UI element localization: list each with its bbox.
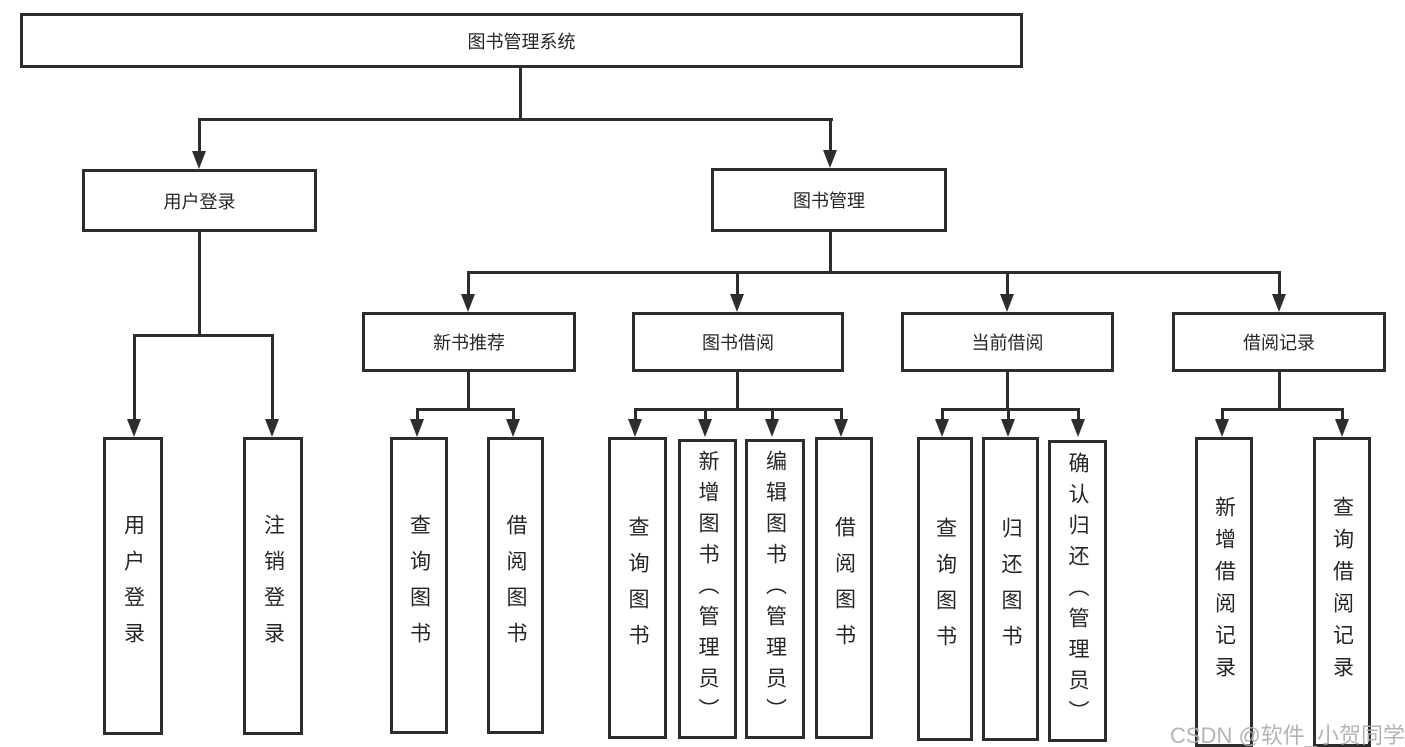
arrow-down-icon bbox=[935, 419, 949, 437]
leaf-user-login-label: 用户登录 bbox=[121, 514, 145, 658]
arrow-down-icon bbox=[823, 150, 837, 168]
connector-line bbox=[1221, 410, 1224, 420]
arrow-down-icon bbox=[265, 419, 279, 437]
connector-line bbox=[736, 273, 739, 296]
connector-line bbox=[1278, 273, 1281, 296]
node-current-borrow-label: 当前借阅 bbox=[971, 333, 1044, 353]
connector-line bbox=[840, 410, 843, 420]
arrow-down-icon bbox=[1071, 419, 1085, 437]
arrow-down-icon bbox=[730, 294, 744, 312]
connector-line bbox=[941, 408, 1080, 411]
connector-line bbox=[467, 372, 470, 410]
connector-line bbox=[467, 271, 1281, 274]
connector-line bbox=[1006, 273, 1009, 296]
leaf-query-books-recommend: 查询图书 bbox=[390, 437, 448, 734]
node-borrow-records-label: 借阅记录 bbox=[1243, 333, 1315, 353]
connector-line bbox=[198, 232, 201, 335]
leaf-edit-book-admin-label: 编辑图书（管理员） bbox=[763, 449, 787, 729]
leaf-add-book-admin-label: 新增图书（管理员） bbox=[696, 449, 719, 729]
connector-line bbox=[736, 372, 739, 410]
connector-line bbox=[133, 334, 274, 337]
arrow-down-icon bbox=[1001, 419, 1015, 437]
node-root-label: 图书管理系统 bbox=[467, 31, 576, 52]
arrow-down-icon bbox=[192, 151, 206, 169]
leaf-query-books-recommend-label: 查询图书 bbox=[407, 513, 431, 658]
node-user-login-label: 用户登录 bbox=[163, 191, 236, 212]
arrow-down-icon bbox=[1215, 419, 1229, 437]
connector-line bbox=[133, 336, 136, 420]
arrow-down-icon bbox=[461, 294, 475, 312]
leaf-return-book-label: 归还图书 bbox=[999, 517, 1022, 661]
leaf-user-login: 用户登录 bbox=[103, 437, 163, 735]
arrow-down-icon bbox=[834, 419, 848, 437]
connector-line bbox=[1006, 372, 1009, 410]
connector-line bbox=[829, 120, 832, 152]
leaf-query-books-borrow: 查询图书 bbox=[608, 437, 667, 739]
arrow-down-icon bbox=[698, 419, 712, 437]
connector-line bbox=[634, 408, 843, 411]
node-new-book-recommend-label: 新书推荐 bbox=[433, 333, 505, 353]
connector-line bbox=[416, 408, 515, 411]
leaf-edit-book-admin: 编辑图书（管理员） bbox=[745, 439, 805, 739]
node-borrow-records: 借阅记录 bbox=[1172, 312, 1386, 372]
connector-line bbox=[941, 410, 944, 420]
arrow-down-icon bbox=[127, 419, 141, 437]
connector-line bbox=[634, 410, 637, 420]
leaf-add-borrow-record-label: 新增借阅记录 bbox=[1212, 496, 1236, 688]
csdn-watermark: CSDN @软件_小贺同学 bbox=[1170, 723, 1405, 747]
node-book-management: 图书管理 bbox=[711, 168, 947, 232]
node-current-borrow: 当前借阅 bbox=[901, 312, 1114, 372]
leaf-query-books-current: 查询图书 bbox=[917, 437, 973, 741]
node-new-book-recommend: 新书推荐 bbox=[362, 312, 576, 372]
connector-line bbox=[1077, 410, 1080, 420]
arrow-down-icon bbox=[1000, 294, 1014, 312]
leaf-query-books-current-label: 查询图书 bbox=[933, 517, 957, 661]
connector-line bbox=[1007, 410, 1010, 420]
leaf-logout: 注销登录 bbox=[243, 437, 303, 735]
node-user-login: 用户登录 bbox=[82, 169, 317, 232]
node-book-management-label: 图书管理 bbox=[793, 191, 865, 211]
leaf-borrow-books-borrow: 借阅图书 bbox=[815, 437, 873, 739]
connector-line bbox=[519, 66, 522, 119]
leaf-return-book: 归还图书 bbox=[982, 437, 1039, 741]
connector-line bbox=[416, 410, 419, 420]
leaf-logout-label: 注销登录 bbox=[261, 514, 285, 658]
arrow-down-icon bbox=[1335, 419, 1349, 437]
connector-line bbox=[467, 273, 470, 296]
leaf-borrow-books-recommend: 借阅图书 bbox=[487, 437, 544, 734]
connector-line bbox=[1341, 410, 1344, 420]
leaf-query-books-borrow-label: 查询图书 bbox=[626, 516, 649, 660]
leaf-confirm-return-admin: 确认归还（管理员） bbox=[1048, 440, 1107, 742]
connector-line bbox=[1221, 408, 1344, 411]
connector-line bbox=[271, 336, 274, 420]
connector-line bbox=[704, 410, 707, 420]
connector-line bbox=[829, 232, 832, 272]
leaf-borrow-books-borrow-label: 借阅图书 bbox=[832, 516, 856, 660]
connector-line bbox=[198, 118, 833, 121]
node-book-borrow: 图书借阅 bbox=[632, 312, 844, 372]
arrow-down-icon bbox=[506, 419, 520, 437]
leaf-borrow-books-recommend-label: 借阅图书 bbox=[504, 513, 527, 658]
connector-line bbox=[1278, 372, 1281, 410]
arrow-down-icon bbox=[1272, 294, 1286, 312]
arrow-down-icon bbox=[765, 419, 779, 437]
node-root: 图书管理系统 bbox=[20, 13, 1023, 68]
leaf-query-borrow-record-label: 查询借阅记录 bbox=[1330, 496, 1354, 688]
node-book-borrow-label: 图书借阅 bbox=[702, 333, 774, 353]
arrow-down-icon bbox=[628, 419, 642, 437]
arrow-down-icon bbox=[410, 419, 424, 437]
connector-line bbox=[512, 410, 515, 420]
leaf-confirm-return-admin-label: 确认归还（管理员） bbox=[1066, 451, 1089, 731]
leaf-query-borrow-record: 查询借阅记录 bbox=[1313, 437, 1371, 747]
leaf-add-borrow-record: 新增借阅记录 bbox=[1195, 437, 1253, 747]
connector-line bbox=[771, 410, 774, 420]
connector-line bbox=[198, 120, 201, 153]
leaf-add-book-admin: 新增图书（管理员） bbox=[678, 439, 737, 739]
